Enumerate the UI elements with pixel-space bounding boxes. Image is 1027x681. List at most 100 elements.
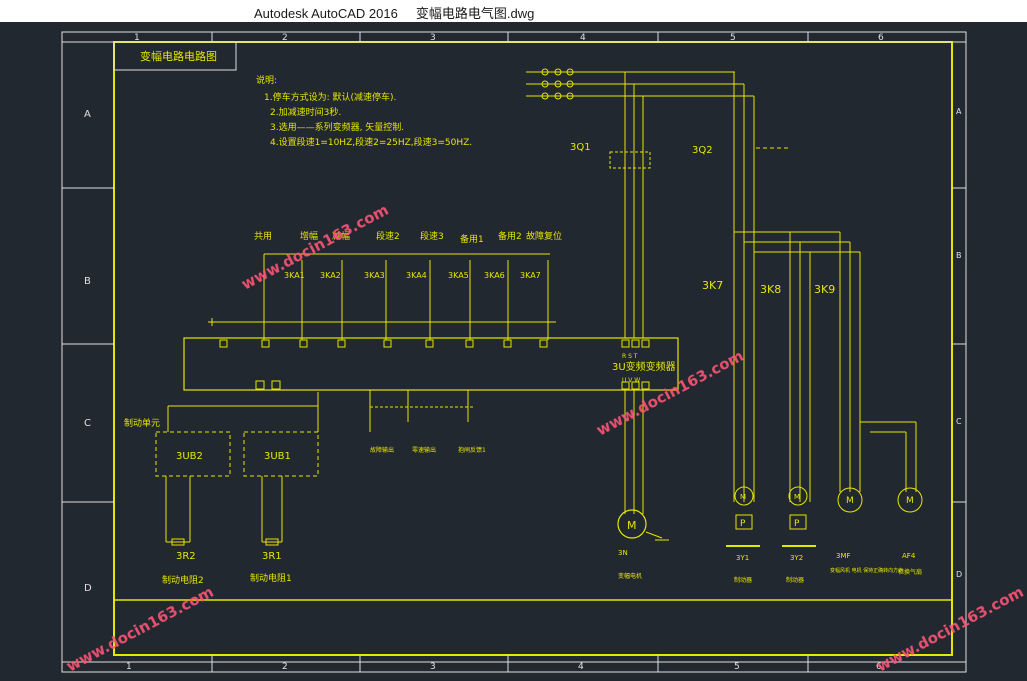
- relay-contact-label: 3KA5: [448, 271, 469, 280]
- row-label: C: [956, 417, 962, 426]
- function-label: 共用: [254, 231, 272, 242]
- relay-bus: [208, 253, 556, 340]
- supply-nodes: [541, 68, 574, 100]
- motor-symbol: M: [906, 496, 914, 506]
- relay-contacts: 3KA1 3KA2 3KA3 3KA4 3KA5 3KA6 3KA7: [284, 271, 541, 280]
- function-label: 备用1: [460, 233, 484, 245]
- function-label: 增幅: [300, 230, 318, 242]
- breaker-label: 3Q1: [570, 142, 591, 153]
- motor-symbol: M: [740, 493, 746, 501]
- note-line: 1.停车方式设为: 默认(减速停车).: [264, 91, 396, 103]
- row-label: B: [956, 251, 962, 260]
- motor-3y1[interactable]: M P: [726, 486, 760, 547]
- motor-desc: 变幅风机 电机 保持正确转向方向: [830, 567, 903, 574]
- braking-unit-name: 3UB2: [176, 451, 203, 462]
- output-signals: [369, 390, 474, 432]
- resistor-label: 3R1: [262, 551, 282, 562]
- notes: 说明: 1.停车方式设为: 默认(减速停车). 2.加减速时间3秒. 3.选用—…: [256, 74, 472, 148]
- row-label: A: [84, 109, 91, 120]
- title-block: [113, 41, 237, 71]
- column-label: 3: [430, 662, 436, 672]
- row-label: D: [956, 570, 962, 579]
- note-line: 4.设置段速1=10HZ,段速2=25HZ,段速3=50HZ.: [270, 136, 472, 148]
- inverter-outputs: U V W: [622, 377, 640, 384]
- brake-box: P: [794, 519, 800, 529]
- column-label: 2: [282, 662, 288, 672]
- note-line: 2.加减速时间3秒.: [270, 106, 341, 118]
- motor-code: 3MF: [836, 552, 851, 560]
- watermark-text: www.docin163.com: [593, 347, 746, 440]
- column-label: 1: [126, 662, 132, 672]
- relay-contact-label: 3KA6: [484, 271, 505, 280]
- motor-code: 3Y2: [790, 554, 803, 562]
- row-label: D: [84, 583, 92, 594]
- braking-unit-3ub2[interactable]: [155, 431, 231, 477]
- column-label: 5: [734, 662, 740, 672]
- function-label: 备用2: [498, 230, 522, 242]
- motor-symbol: M: [627, 519, 637, 532]
- motor-code: AF4: [902, 552, 916, 560]
- title-block-text: 变幅电路电路图: [140, 49, 217, 63]
- title-bar: Autodesk AutoCAD 2016 变幅电路电气图.dwg: [0, 0, 1027, 22]
- motor-3y2[interactable]: M P: [782, 486, 816, 547]
- resistor-desc: 制动电阻1: [250, 572, 292, 584]
- motor-desc: 制动器: [734, 576, 752, 584]
- contactor-label: 3K7: [702, 279, 723, 292]
- relay-contact-label: 3KA2: [320, 271, 341, 280]
- column-label: 6: [878, 33, 884, 43]
- function-label: 故障复位: [526, 230, 562, 242]
- sheet-border: [61, 31, 967, 673]
- resistor-desc: 制动电阻2: [162, 574, 204, 586]
- function-label: 减幅: [332, 230, 350, 242]
- motor-symbol: M: [846, 496, 854, 506]
- contactor-label: 3K8: [760, 283, 781, 296]
- motor-symbol: M: [794, 493, 800, 501]
- motor-desc: 制动器: [786, 576, 804, 584]
- motor-desc: 变幅电机: [618, 572, 642, 580]
- output-signal-label: 抱闸反馈1: [458, 446, 486, 454]
- column-label: 1: [134, 33, 140, 43]
- braking-unit-3ub1[interactable]: [243, 431, 319, 477]
- inverter-inputs: R S T: [622, 353, 638, 360]
- braking-wiring: [165, 392, 319, 546]
- output-signal-label: 零速输出: [412, 446, 436, 454]
- motor-code: 3Y1: [736, 554, 749, 562]
- column-label: 4: [580, 33, 586, 43]
- row-label: C: [84, 418, 91, 429]
- relay-contact-label: 3KA7: [520, 271, 541, 280]
- column-label: 5: [730, 33, 736, 43]
- column-label: 2: [282, 33, 288, 43]
- relay-contact-label: 3KA1: [284, 271, 305, 280]
- relay-contact-label: 3KA4: [406, 271, 427, 280]
- braking-unit-label: 制动单元: [124, 417, 160, 429]
- motor-3n[interactable]: M: [617, 509, 669, 541]
- window-title: Autodesk AutoCAD 2016 变幅电路电气图.dwg: [254, 6, 535, 21]
- inverter-label: 3U变频变频器: [612, 360, 676, 373]
- breaker-3q1[interactable]: [609, 151, 651, 169]
- zone-dividers: [62, 32, 966, 672]
- row-label: A: [956, 107, 962, 116]
- braking-unit-name: 3UB1: [264, 451, 291, 462]
- drawing-canvas[interactable]: 1 2 3 4 5 6 1 2 3 4 5 6 A B C D A B C D …: [0, 22, 1027, 677]
- inverter-terminals: [219, 339, 650, 390]
- column-label: 3: [430, 33, 436, 43]
- function-label: 段速2: [376, 230, 400, 242]
- motor-code: 3N: [618, 549, 628, 557]
- supply-lines: [526, 71, 917, 514]
- motor-desc: 柜换气扇: [898, 568, 922, 576]
- note-line: 3.选用——系列变频器, 矢量控制.: [270, 121, 404, 133]
- output-signal-label: 故障输出: [370, 446, 394, 454]
- note-line: 说明:: [256, 74, 277, 86]
- inverter-block[interactable]: [183, 337, 679, 391]
- column-label: 6: [876, 662, 882, 672]
- column-label: 4: [578, 662, 584, 672]
- relay-contact-label: 3KA3: [364, 271, 385, 280]
- drawing-frame: [113, 41, 953, 656]
- column-labels: 1 2 3 4 5 6 1 2 3 4 5 6: [126, 33, 884, 672]
- motor-3mf[interactable]: M: [837, 487, 863, 513]
- row-label: B: [84, 276, 91, 287]
- breaker-label: 3Q2: [692, 145, 713, 156]
- motor-af4[interactable]: M: [897, 487, 923, 513]
- brake-box: P: [740, 519, 746, 529]
- function-labels: 共用 增幅 减幅 段速2 段速3 备用1 备用2 故障复位: [254, 230, 562, 245]
